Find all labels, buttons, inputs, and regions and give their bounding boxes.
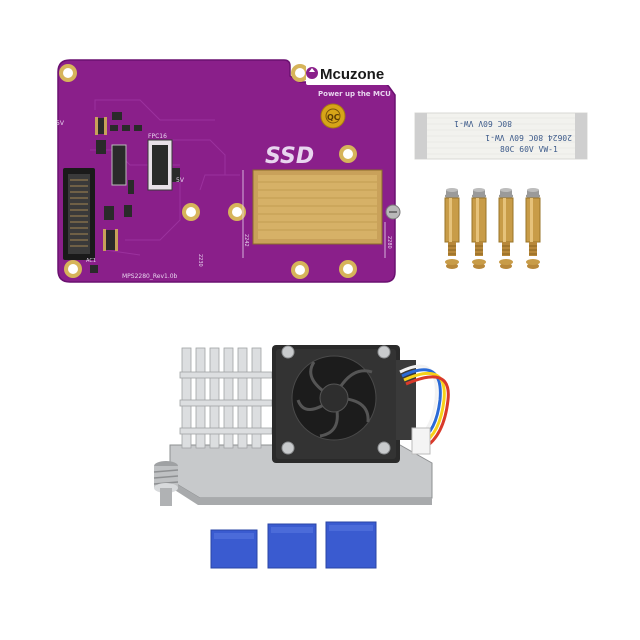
- ffc-print-2: 20624 80C 60V VW-1: [485, 133, 572, 142]
- ffc-contacts-right: [575, 113, 587, 159]
- fan-connector: [411, 427, 431, 455]
- ssd-adapter-board: Mcuzone Power up the MCU QC SSD MPS2280_…: [56, 59, 401, 283]
- fan-screw: [377, 345, 391, 359]
- spring-screw: [153, 461, 179, 506]
- key-label: AC1: [86, 258, 96, 264]
- pwr-label-left: 5V: [56, 120, 65, 127]
- ffc-ribbon-cable: 80C 60V VW-1 20624 80C 60V VW-1 80C 60V …: [414, 112, 588, 160]
- fpc-connector: [111, 144, 127, 186]
- ssd-label: SSD: [265, 144, 314, 169]
- logo-icon: [306, 67, 318, 79]
- fan-hub: [319, 383, 349, 413]
- active-cooler: [153, 345, 450, 506]
- size-2230: 2230: [197, 254, 203, 267]
- brand-plate: [306, 63, 392, 85]
- brass-standoffs: [444, 188, 541, 269]
- heatsink-fins: [179, 347, 273, 449]
- fan-screw: [377, 441, 391, 455]
- revision-label: MPS2280_Rev1.0b: [122, 273, 178, 280]
- size-2242: 2242: [243, 234, 249, 247]
- ffc-print-1: 80C 60V VW-1: [454, 119, 512, 128]
- standoff: [525, 188, 541, 269]
- standoff: [444, 188, 460, 269]
- qc-label: QC: [327, 113, 340, 122]
- fpc-label: FPC16: [148, 133, 167, 140]
- size-2280: 2280: [386, 236, 392, 249]
- fan-screw: [281, 345, 295, 359]
- ffc-contacts-left: [415, 113, 427, 159]
- fan-screw: [281, 441, 295, 455]
- standoff: [498, 188, 514, 269]
- brand-name: Mcuzone: [320, 66, 384, 83]
- smd-components: [90, 112, 180, 273]
- brand-slogan: Power up the MCU: [318, 90, 391, 98]
- thermal-pads: [210, 521, 377, 569]
- ssd-area-vias: [258, 181, 377, 231]
- qc-seal: [320, 103, 346, 129]
- standoff: [471, 188, 487, 269]
- pwr-label-mid: 5V: [176, 177, 185, 184]
- ffc-print-3: 80C 60V VW-1: [500, 145, 558, 154]
